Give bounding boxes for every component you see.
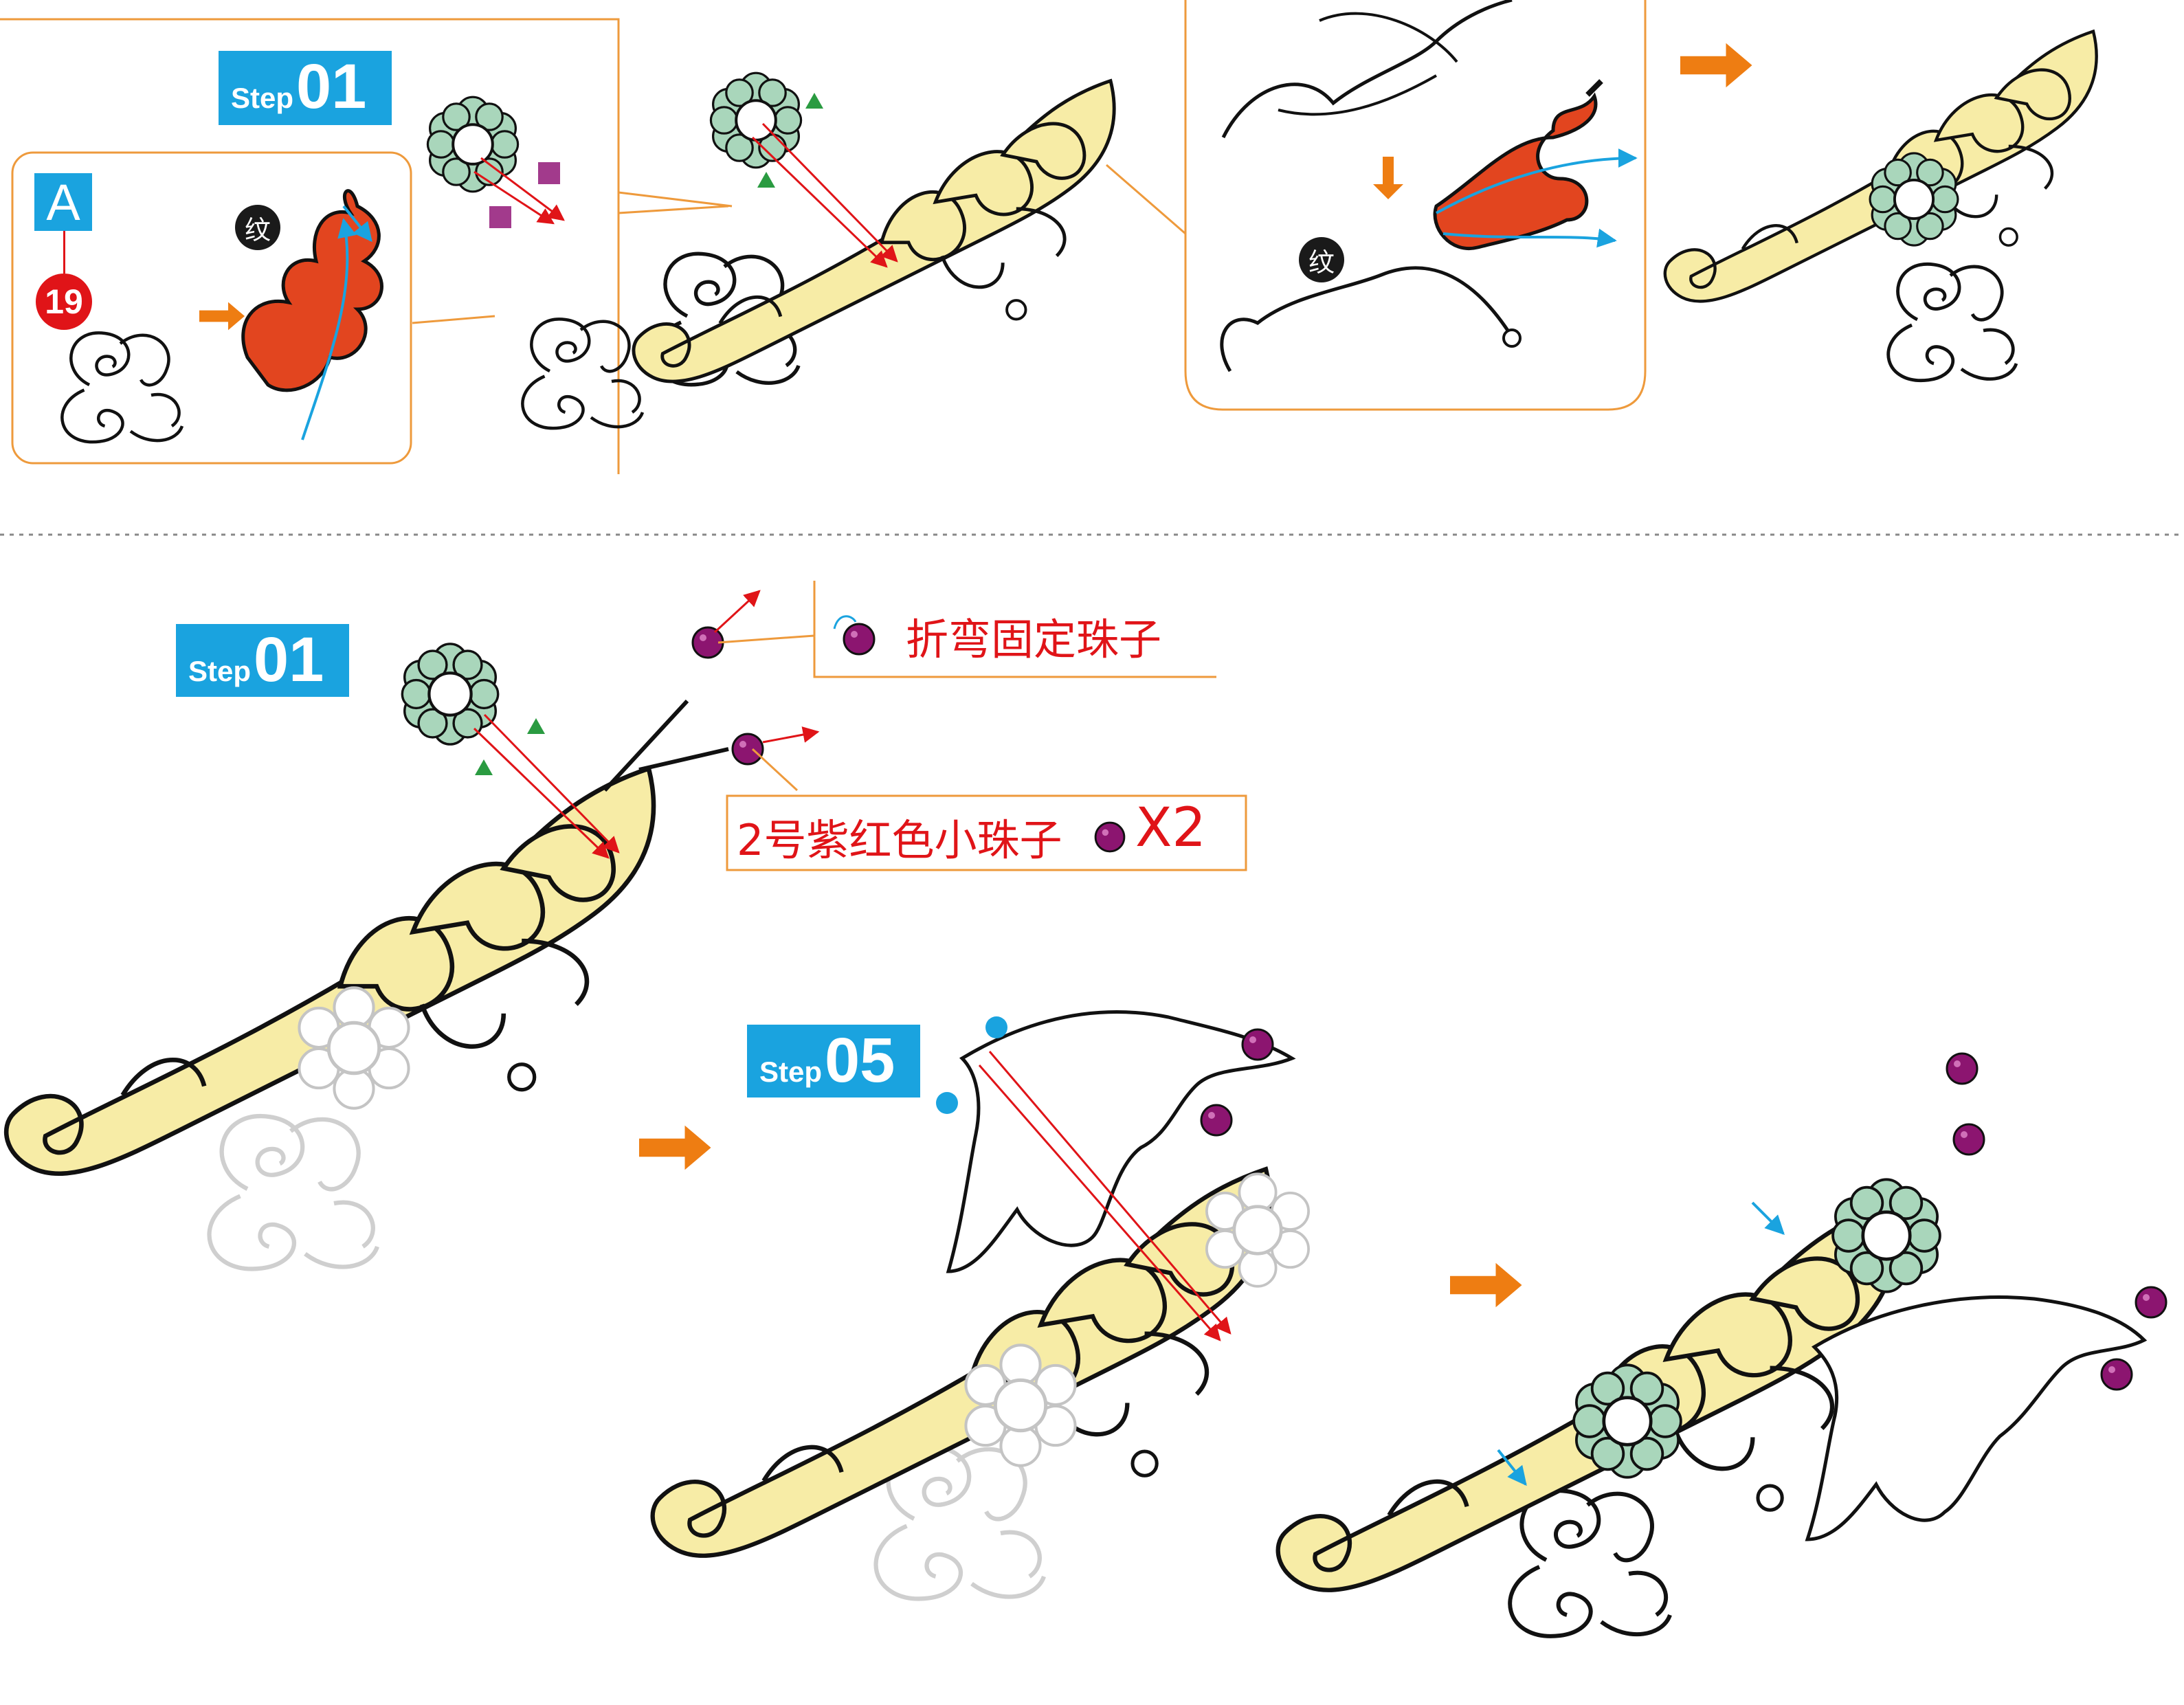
down-arrow [1373, 157, 1403, 199]
bead-count-label: X2 [1135, 797, 1207, 859]
top-section [0, 0, 2097, 474]
bend-icon-arrow [833, 615, 857, 629]
red-thread [762, 726, 820, 744]
green-triangle [757, 172, 775, 188]
right-inset-red-piece [1433, 92, 1598, 250]
middle-section [6, 581, 1247, 1269]
square-marker [489, 206, 511, 228]
step-word: Step [231, 82, 294, 114]
step-badge-top: Step 01 [219, 51, 392, 125]
callout-line [717, 581, 1216, 678]
inset-blue-path [301, 218, 357, 441]
inset-letter: A [34, 173, 92, 231]
step-number: 01 [296, 52, 367, 122]
red-thread [473, 170, 555, 225]
inset-connector [63, 231, 65, 274]
step-word: Step [188, 655, 252, 687]
bend-bead-icon [843, 623, 876, 656]
step-number: 01 [254, 625, 324, 695]
final-bead-2 [1952, 1123, 1985, 1156]
red-thread [978, 1065, 1221, 1341]
final-bead-1 [1946, 1052, 1979, 1085]
red-thread [988, 1051, 1232, 1335]
bead-2 [731, 733, 764, 766]
middle-arrow [639, 1125, 711, 1170]
final-cloud [1510, 1491, 1670, 1636]
callout-line-right [1106, 164, 1186, 235]
right-inset-outline-piece [1221, 0, 1513, 139]
top-frame-line [0, 18, 620, 474]
red-thread [761, 122, 898, 263]
bead-3 [1241, 1028, 1274, 1061]
wen-label: 纹 [235, 205, 280, 250]
top-arrow [1680, 43, 1752, 88]
green-triangle [527, 718, 545, 734]
inset-box-a [11, 151, 412, 465]
middle-flower [402, 644, 498, 744]
red-thread [483, 713, 620, 854]
step-number: 05 [825, 1025, 895, 1095]
right-inset-blue-path [1442, 228, 1617, 248]
bottom-arrow [1450, 1262, 1522, 1308]
step-badge-bottom: Step 05 [747, 1025, 920, 1097]
inset-box-right [1184, 0, 1647, 411]
step-cloud-piece [522, 319, 643, 428]
callout-line [618, 191, 733, 214]
green-triangle [475, 759, 493, 775]
bead-spec-label: 2号紫红色小珠子 [737, 815, 1062, 865]
final-bead-3 [2135, 1286, 2168, 1319]
callout-line-a [412, 315, 495, 324]
red-thread [473, 727, 610, 859]
step-word: Step [759, 1056, 823, 1088]
right-inset-outline-piece [1319, 12, 1458, 63]
bead-callout-box [726, 794, 1247, 871]
inset-number: 19 [36, 274, 92, 330]
middle-cloud-ghost [210, 1116, 377, 1269]
wen-label: 纹 [1299, 237, 1344, 282]
bottom-section [653, 1010, 2168, 1636]
bead-swatch [1094, 821, 1126, 853]
top-result-cloud [1888, 264, 2016, 380]
red-thread [713, 590, 761, 634]
phoenix-tail-outline [946, 1010, 1296, 1273]
callout-line [751, 748, 799, 792]
blue-dot [985, 1016, 1007, 1038]
green-triangle [805, 93, 823, 109]
pin-needle [1585, 79, 1603, 97]
blue-dot [936, 1092, 958, 1114]
top-gold-piece [634, 81, 1114, 382]
top-flower-1 [427, 97, 517, 192]
blue-mark [1497, 1449, 1527, 1486]
inset-blue-path-2 [342, 205, 372, 243]
top-flower-2 [711, 73, 801, 168]
step-badge-middle: Step 01 [176, 624, 349, 697]
right-inset-outline-piece [1278, 74, 1437, 116]
right-inset-outline-piece [1220, 266, 1514, 372]
bead-4 [1200, 1104, 1233, 1137]
right-inset-blue-path [1436, 148, 1638, 214]
final-phoenix-tail [1805, 1295, 2148, 1541]
inset-cloud-piece [62, 333, 182, 442]
red-thread [751, 136, 888, 268]
square-marker [538, 162, 560, 184]
blue-mark [1751, 1201, 1785, 1235]
bend-fix-bead-label: 折弯固定珠子 [906, 614, 1162, 665]
middle-gold-piece [6, 768, 654, 1173]
wire-stem [603, 699, 729, 792]
jump-ring [1502, 328, 1522, 348]
inset-arrow [199, 302, 245, 331]
final-bead-4 [2100, 1358, 2133, 1391]
